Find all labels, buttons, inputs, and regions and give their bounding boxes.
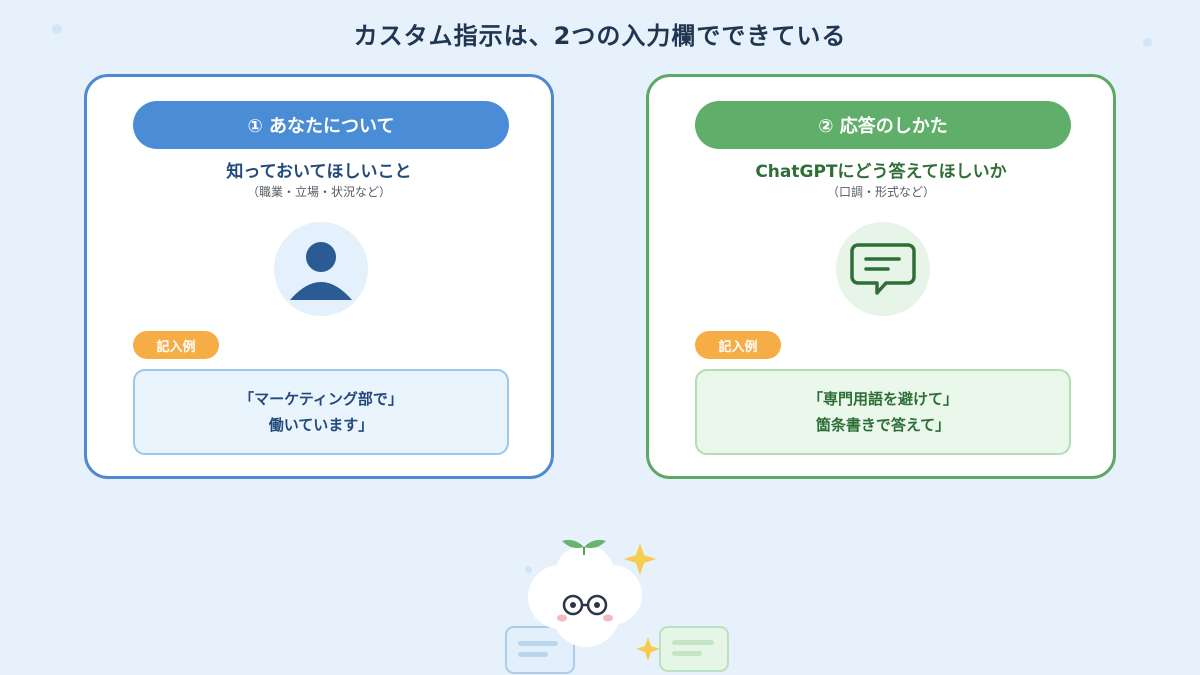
page-title: カスタム指示は、2つの入力欄でできている [353,22,847,50]
note-card-icon [505,626,575,674]
person-icon [274,222,368,316]
response-style-heading: ChatGPTにどう答えてほしいか [755,162,1007,182]
example-line: 箇条書きで答えて」 [815,416,951,434]
example-tag: 記入例 [695,331,781,359]
sparkle-icon [624,543,656,575]
response-style-subtext: （口調・形式など） [826,185,935,199]
about-you-example: 「マーケティング部で」 働いています」 [133,369,509,455]
example-line: 働いています」 [268,416,374,434]
chat-bubble-icon [836,222,930,316]
example-line: 「マーケティング部で」 [239,390,403,408]
about-you-heading: 知っておいてほしいこと [226,162,412,182]
example-line: 「専門用語を避けて」 [807,390,958,408]
cloud-mascot-icon [505,539,729,674]
decor-dot [52,24,62,34]
about-you-card: ① あなたについて 知っておいてほしいこと （職業・立場・状況など） 記入例 「… [84,74,554,479]
response-style-card: ② 応答のしかた ChatGPTにどう答えてほしいか （口調・形式など） 記入例… [646,74,1116,479]
response-style-example: 「専門用語を避けて」 箇条書きで答えて」 [695,369,1071,455]
example-tag: 記入例 [133,331,219,359]
decor-dot [525,566,532,573]
decor-dot [1143,38,1152,47]
note-card-icon [659,626,729,672]
about-you-label: ① あなたについて [133,101,509,149]
response-style-label: ② 応答のしかた [695,101,1071,149]
sparkle-icon [636,637,660,661]
about-you-subtext: （職業・立場・状況など） [246,185,391,199]
